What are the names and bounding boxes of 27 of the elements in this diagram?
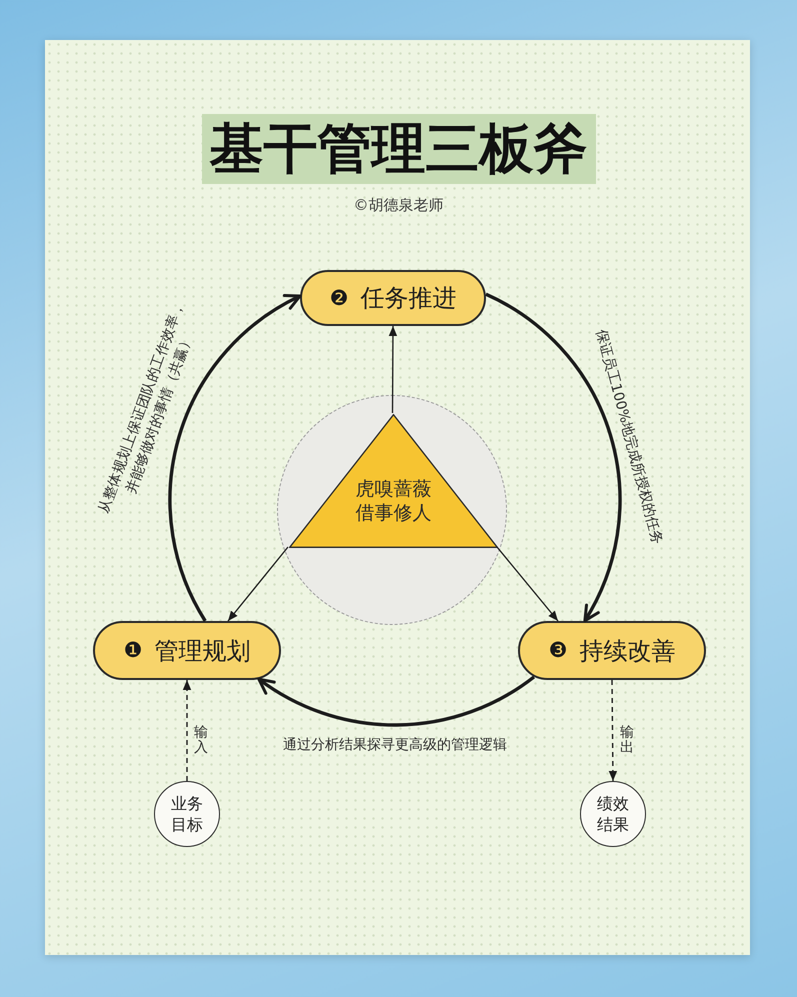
credit-text: ©胡德泉老师 xyxy=(354,195,444,216)
dashed-arrow xyxy=(182,680,192,781)
step-pill xyxy=(93,621,281,680)
edge-label: 保证员工100%地完成所授权的任务 xyxy=(592,327,666,547)
step-pill xyxy=(300,270,486,326)
circle-text: 业务目标 xyxy=(170,793,204,835)
curved-arrow xyxy=(485,292,622,622)
dashed-arrow xyxy=(608,680,618,781)
edge-label: 输入 xyxy=(194,726,208,756)
circle-text: 绩效结果 xyxy=(596,793,630,835)
step-number: ❶ xyxy=(124,640,142,661)
arrow xyxy=(496,546,558,622)
step-label: 管理规划 xyxy=(154,638,250,662)
arrow xyxy=(228,546,288,622)
edge-label: 从整体规划上保证团队的工作效率，并能够做对的事情（共赢） xyxy=(94,298,197,518)
edge-label: 通过分析结果探寻更高级的管理逻辑 xyxy=(283,736,507,754)
title: 基干管理三板斧 xyxy=(202,114,596,184)
step-label: 任务推进 xyxy=(360,286,456,310)
curved-arrow xyxy=(257,676,535,726)
triangle-text: 虎嗅蔷薇借事修人 xyxy=(354,477,432,525)
arrow xyxy=(388,326,398,413)
step-pill xyxy=(518,621,706,680)
curved-arrow xyxy=(168,294,302,622)
step-label: 持续改善 xyxy=(579,638,676,662)
step-number: ❸ xyxy=(548,640,568,661)
edge-label: 输出 xyxy=(620,726,634,756)
step-number: ❷ xyxy=(330,288,348,308)
